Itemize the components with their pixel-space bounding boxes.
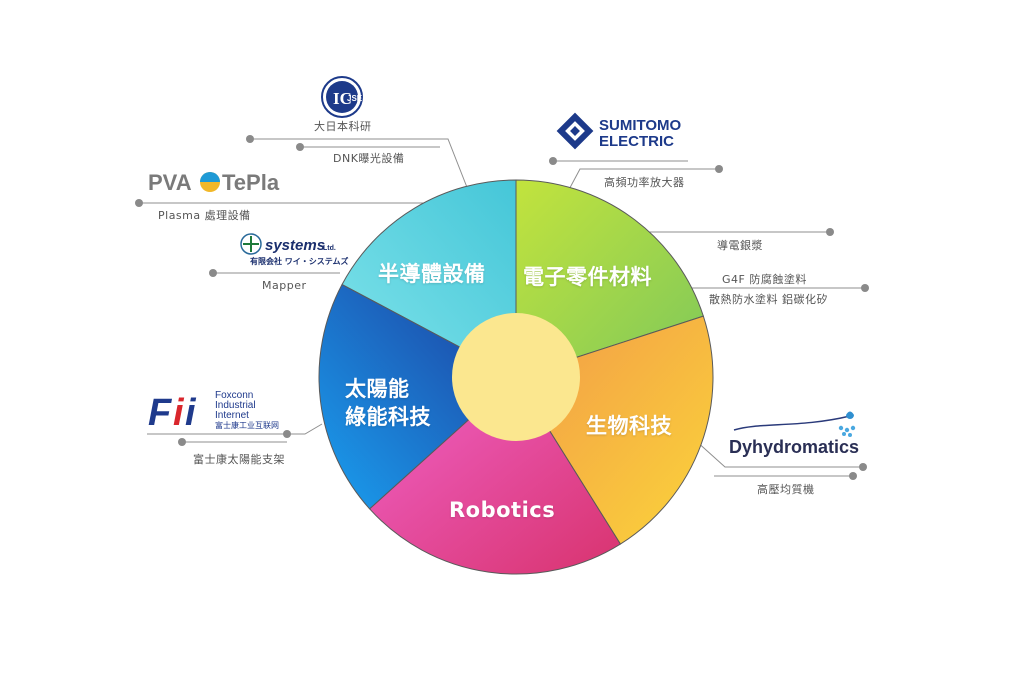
svg-text:F: F (148, 392, 173, 434)
foxconn-name-1: Foxconn (215, 390, 253, 401)
caption-sumitomo: 高頻功率放大器 (604, 176, 685, 189)
segment-label-solar-line2: 綠能科技 (345, 405, 431, 429)
caption-g4f-1: G4F 防腐蝕塗料 (722, 273, 807, 286)
segment-robotics (368, 376, 622, 575)
svg-text:IC: IC (333, 89, 352, 108)
wheel-center (452, 313, 580, 441)
segment-electronic-materials (515, 179, 704, 378)
segment-label-solar-line1: 太陽能 (345, 377, 410, 401)
leader-dots (135, 135, 869, 480)
segment-solar (318, 283, 517, 510)
sumitomo-logo-line2: ELECTRIC (599, 133, 674, 150)
caption-dyhydro: 高壓均質機 (757, 483, 815, 496)
pva-tepla-logo: PVA TePla (148, 170, 280, 195)
svg-text:PVA: PVA (148, 170, 192, 195)
leader-dyhydro (694, 439, 863, 468)
leader-foxconn (147, 423, 323, 435)
segment-semiconductor (341, 179, 517, 378)
svg-text:TePla: TePla (222, 170, 280, 195)
svg-text:JSE: JSE (347, 94, 363, 103)
foxconn-logo: F i i Foxconn Industrial Internet 富士康工业互… (148, 390, 279, 434)
foxconn-name-3: Internet (215, 410, 249, 421)
dyhydromatics-logo: Dyhydromatics (729, 411, 859, 457)
segment-label-robotics: Robotics (449, 498, 556, 522)
caption-icjse: 大日本科研 (314, 120, 372, 133)
caption-dnk: DNK曝光設備 (333, 152, 405, 165)
svg-text:systems: systems (265, 237, 325, 254)
ysystems-logo-sub: 有限会社 ワイ・システムズ (250, 256, 349, 266)
foxconn-name-2: Industrial (215, 400, 256, 411)
foxconn-name-cn: 富士康工业互联网 (215, 420, 279, 430)
sumitomo-logo-line1: SUMITOMO (599, 117, 682, 134)
svg-text:Ltd.: Ltd. (323, 245, 336, 252)
caption-ysystems: Mapper (262, 279, 307, 292)
caption-g4f-2: 散熱防水塗料 鋁碳化矽 (709, 293, 828, 306)
segment-label-electronic-materials: 電子零件材料 (523, 265, 652, 289)
svg-text:i: i (185, 392, 197, 434)
caption-pva: Plasma 處理設備 (158, 209, 251, 222)
caption-conductive: 導電銀漿 (717, 239, 763, 252)
leader-icjse (250, 138, 471, 196)
segment-label-semiconductor: 半導體設備 (378, 262, 486, 286)
sumitomo-logo: SUMITOMO ELECTRIC (556, 112, 682, 150)
segment-label-biotech: 生物科技 (586, 414, 672, 438)
ysystems-logo: systems Ltd. 有限会社 ワイ・システムズ (240, 233, 349, 266)
caption-foxconn: 富士康太陽能支架 (193, 453, 285, 466)
wheel (318, 179, 714, 575)
leader-lines (139, 138, 865, 477)
svg-text:i: i (173, 392, 185, 434)
icjse-logo: IC JSE (321, 76, 363, 118)
dyhydromatics-logo-text: Dyhydromatics (729, 437, 859, 457)
